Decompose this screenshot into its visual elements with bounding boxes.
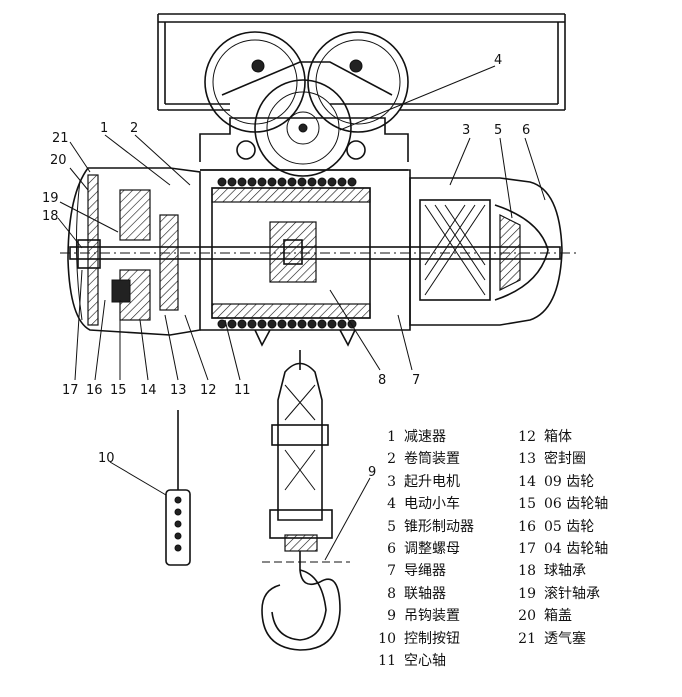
legend-item: 15 06 齿轮轴 — [514, 493, 608, 515]
callout-16: 16 — [86, 383, 103, 398]
callout-12: 12 — [200, 383, 217, 398]
legend-item: 2 卷筒装置 — [378, 448, 474, 470]
legend-label: 透气塞 — [544, 630, 586, 647]
callout-10: 10 — [98, 451, 115, 466]
legend-label: 锥形制动器 — [404, 518, 474, 535]
legend-item: 5 锥形制动器 — [378, 516, 474, 538]
legend-item: 19 滚针轴承 — [514, 583, 608, 605]
legend-num: 17 — [518, 541, 536, 558]
legend-left-column: 1 减速器 2 卷筒装置 3 起升电机 4 电动小车 5 锥形制动器 6 调整螺母 7 导绳器… — [378, 426, 474, 672]
legend-num: 5 — [387, 518, 396, 535]
legend-right-column: 12 箱体 13 密封圈 14 09 齿轮 15 06 齿轮轴 16 05 齿轮 17 04… — [514, 426, 608, 650]
legend-item: 8 联轴器 — [378, 583, 474, 605]
legend-label: 06 齿轮轴 — [544, 496, 609, 513]
legend-num: 6 — [387, 541, 396, 558]
callout-13: 13 — [170, 383, 187, 398]
callout-4: 4 — [494, 53, 502, 68]
legend-num: 20 — [518, 608, 536, 625]
rope-coils-bottom — [217, 319, 357, 329]
legend-item: 4 电动小车 — [378, 493, 474, 515]
legend-label: 球轴承 — [544, 563, 586, 580]
legend-num: 12 — [518, 429, 536, 445]
legend-num: 15 — [518, 496, 536, 513]
legend-item: 11 空心轴 — [378, 650, 474, 672]
legend-item: 14 09 齿轮 — [514, 471, 608, 493]
legend-item: 17 04 齿轮轴 — [514, 538, 608, 560]
callout-9: 9 — [368, 465, 376, 480]
legend-num: 13 — [518, 451, 536, 468]
legend-item: 20 箱盖 — [514, 605, 608, 627]
legend-label: 滚针轴承 — [544, 585, 600, 602]
i-beam-rail — [157, 13, 566, 111]
legend-label: 减速器 — [404, 429, 446, 445]
legend-label: 密封圈 — [544, 451, 586, 468]
legend-num: 4 — [387, 496, 396, 513]
legend-item: 18 球轴承 — [514, 560, 608, 582]
callout-2: 2 — [130, 121, 138, 136]
callout-18: 18 — [42, 209, 59, 224]
legend-label: 09 齿轮 — [544, 473, 595, 490]
callout-3: 3 — [462, 123, 470, 138]
legend-label: 箱体 — [544, 429, 572, 445]
legend-num: 1 — [387, 429, 396, 445]
legend-label: 04 齿轮轴 — [544, 541, 609, 558]
legend-item: 9 吊钩装置 — [378, 605, 474, 627]
legend-num: 14 — [518, 473, 536, 490]
legend-num: 7 — [387, 563, 396, 580]
motor-winding — [424, 204, 486, 296]
legend-item: 3 起升电机 — [378, 471, 474, 493]
legend-label: 空心轴 — [404, 653, 446, 670]
legend-item: 21 透气塞 — [514, 628, 608, 650]
leader-lines — [57, 65, 546, 561]
legend-item: 6 调整螺母 — [378, 538, 474, 560]
callout-15: 15 — [110, 383, 127, 398]
legend-num: 9 — [387, 608, 396, 625]
legend-label: 导绳器 — [404, 563, 446, 580]
legend-label: 联轴器 — [404, 585, 446, 602]
legend-label: 卷筒装置 — [404, 451, 460, 468]
legend-num: 21 — [518, 630, 536, 647]
legend-item: 13 密封圈 — [514, 448, 608, 470]
legend-item: 10 控制按钮 — [378, 628, 474, 650]
legend-num: 16 — [518, 518, 536, 535]
legend-item: 16 05 齿轮 — [514, 516, 608, 538]
legend-item: 7 导绳器 — [378, 560, 474, 582]
callout-8: 8 — [378, 373, 386, 388]
hoist-body — [60, 167, 580, 347]
callout-19: 19 — [42, 191, 59, 206]
callout-5: 5 — [494, 123, 502, 138]
callout-20: 20 — [50, 153, 67, 168]
callout-1: 1 — [100, 121, 108, 136]
legend-num: 10 — [378, 630, 396, 647]
callout-14: 14 — [140, 383, 157, 398]
legend-label: 05 齿轮 — [544, 518, 595, 535]
legend-item: 12 箱体 — [514, 426, 608, 448]
legend-num: 3 — [387, 473, 396, 490]
legend-num: 18 — [518, 563, 536, 580]
legend-label: 吊钩装置 — [404, 608, 460, 625]
callout-labels: 1 2 3 4 5 6 7 8 9 10 11 12 13 14 15 16 1… — [42, 53, 530, 480]
legend-num: 8 — [387, 585, 396, 602]
callout-11: 11 — [234, 383, 251, 398]
hook-assembly — [261, 350, 350, 651]
rope-coils-top — [217, 177, 357, 187]
callout-7: 7 — [412, 373, 420, 388]
legend-num: 19 — [518, 585, 536, 602]
legend-item: 1 减速器 — [378, 426, 474, 448]
callout-17: 17 — [62, 383, 79, 398]
legend-label: 电动小车 — [404, 496, 460, 513]
callout-21: 21 — [52, 131, 69, 146]
legend-label: 起升电机 — [404, 473, 460, 490]
legend-label: 控制按钮 — [404, 630, 460, 647]
legend-label: 调整螺母 — [404, 541, 460, 558]
legend-num: 11 — [378, 653, 396, 670]
pendant-control — [165, 410, 191, 566]
callout-6: 6 — [522, 123, 530, 138]
legend-num: 2 — [387, 451, 396, 468]
legend-label: 箱盖 — [544, 608, 572, 625]
